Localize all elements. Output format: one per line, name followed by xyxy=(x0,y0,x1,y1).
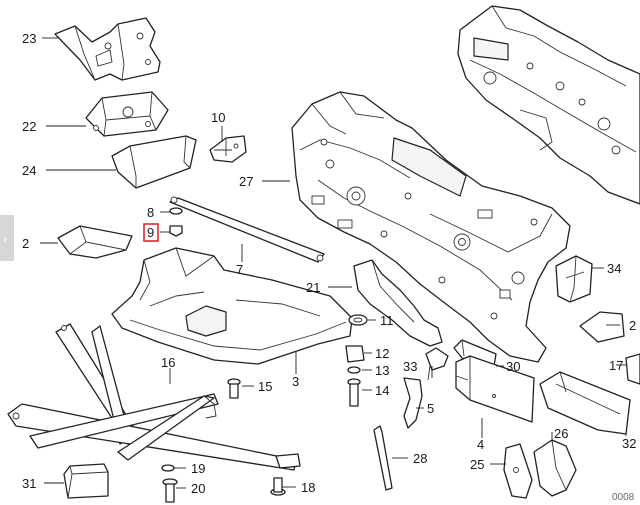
callout-2: 2 xyxy=(22,236,29,251)
part-25-bracket xyxy=(503,443,533,499)
callout-9-highlight[interactable]: 9 xyxy=(143,223,159,242)
prev-tab[interactable]: › xyxy=(0,215,14,261)
part-2-plate xyxy=(57,225,133,259)
rear-bulkhead-partial xyxy=(457,5,640,205)
callout-10: 10 xyxy=(211,110,225,125)
part-14-bolt xyxy=(347,378,361,407)
callout-12: 12 xyxy=(375,346,389,361)
chevron-left-icon: › xyxy=(3,232,7,246)
part-28-rod xyxy=(373,425,393,491)
callout-14: 14 xyxy=(375,383,389,398)
callout-21: 21 xyxy=(306,280,320,295)
callout-32: 32 xyxy=(622,436,636,451)
callout-31: 31 xyxy=(22,476,36,491)
part-32-panel xyxy=(539,371,631,435)
callout-26: 26 xyxy=(554,426,568,441)
leader-lines xyxy=(40,37,627,489)
part-13-washer xyxy=(347,366,361,374)
part-12-mount xyxy=(345,345,365,363)
callout-30: 30 xyxy=(506,359,520,374)
part-17-partial xyxy=(625,353,640,385)
callout-15: 15 xyxy=(258,379,272,394)
callout-34: 34 xyxy=(607,261,621,276)
part-26-bracket xyxy=(533,439,577,497)
callout-22: 22 xyxy=(22,119,36,134)
part-8-washer xyxy=(169,207,183,215)
part-18-bolt xyxy=(270,477,286,496)
callout-2-right: 2 xyxy=(629,318,636,333)
part-30-bracket xyxy=(453,339,497,367)
part-10-bracket xyxy=(209,135,247,163)
callout-11: 11 xyxy=(380,313,394,328)
part-2-right-partial xyxy=(579,311,625,343)
callout-7: 7 xyxy=(236,262,243,277)
callout-9: 9 xyxy=(147,225,154,240)
part-15-bolt xyxy=(227,378,241,399)
callout-17: 17 xyxy=(609,358,623,373)
part-23-bracket xyxy=(54,17,161,81)
part-31-block xyxy=(63,463,109,499)
part-34-bracket xyxy=(555,255,593,303)
callout-24: 24 xyxy=(22,163,36,178)
part-24-cover xyxy=(111,135,197,189)
callout-28: 28 xyxy=(413,451,427,466)
callout-23: 23 xyxy=(22,31,36,46)
callout-27: 27 xyxy=(239,174,253,189)
part-16-cross-brace xyxy=(7,323,301,471)
part-11-grommet xyxy=(348,314,368,326)
part-9-nut xyxy=(169,225,183,237)
part-5-hook xyxy=(403,377,423,429)
part-22-tray xyxy=(85,91,169,137)
callout-19: 19 xyxy=(191,461,205,476)
callout-8: 8 xyxy=(147,205,154,220)
part-4-box xyxy=(455,355,535,423)
callout-18: 18 xyxy=(301,480,315,495)
image-code: 0008 xyxy=(612,492,635,503)
part-33-bracket xyxy=(425,347,449,381)
callout-4: 4 xyxy=(477,437,484,452)
part-7-strut xyxy=(169,196,325,263)
callout-16: 16 xyxy=(161,355,175,370)
callout-20: 20 xyxy=(191,481,205,496)
callout-3: 3 xyxy=(292,374,299,389)
part-19-washer xyxy=(161,464,175,472)
part-20-bolt xyxy=(162,478,178,503)
callout-13: 13 xyxy=(375,363,389,378)
callout-25: 25 xyxy=(470,457,484,472)
callout-5: 5 xyxy=(427,401,434,416)
callout-33: 33 xyxy=(403,359,417,374)
callout-labels: 23 22 24 10 27 8 9 2 7 21 11 12 13 14 33… xyxy=(22,31,636,496)
part-3-floor-panel xyxy=(111,247,353,365)
part-21-pillar xyxy=(353,259,443,347)
part-27-bulkhead xyxy=(291,91,571,363)
